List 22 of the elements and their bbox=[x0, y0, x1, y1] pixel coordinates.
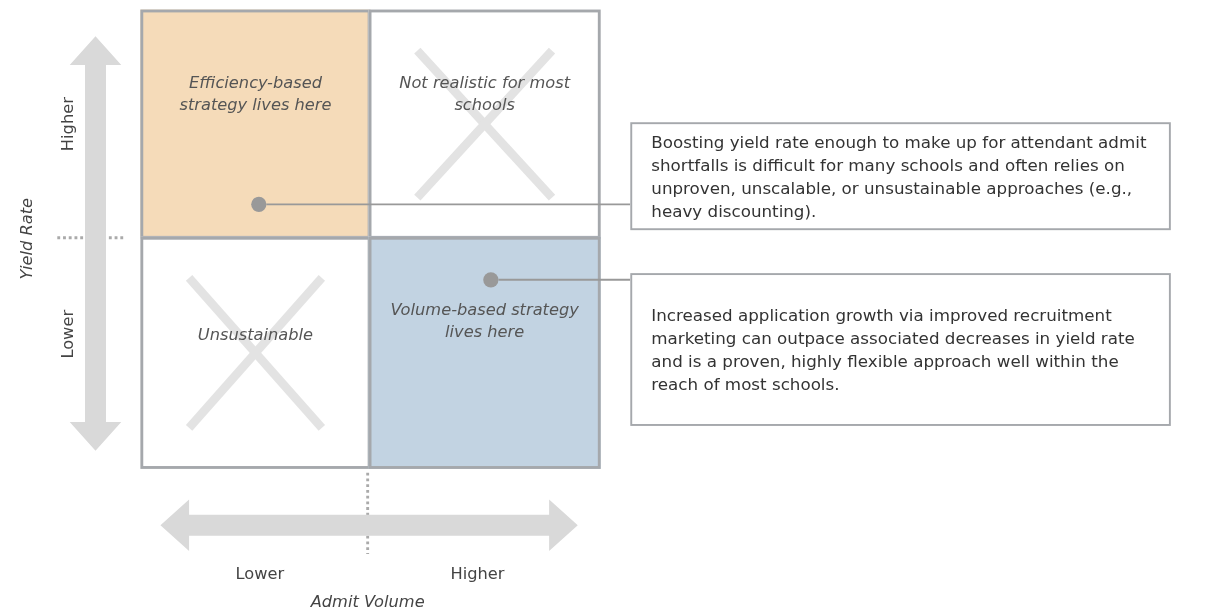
quadrant-text: Not realistic for most schools bbox=[398, 71, 572, 116]
quadrant-text: Unsustainable bbox=[196, 324, 315, 347]
axis-label: Higher bbox=[57, 97, 77, 152]
axis-label: Admit Volume bbox=[310, 592, 425, 612]
marker-dot bbox=[251, 196, 267, 212]
marker-dot bbox=[483, 272, 499, 288]
callout-text: Boosting yield rate enough to make up for attendant admit shortfalls is difficult for many schools and often relies on unproven, unscalable, or unsustainable approaches (e.g., heavy discounting). bbox=[651, 131, 1148, 223]
axis-label: Yield Rate bbox=[17, 197, 37, 280]
quadrant-text: Efficiency-based strategy lives here bbox=[178, 71, 333, 116]
matrix-quadrant bbox=[140, 236, 371, 469]
quadrant-text: Volume-based strategy lives here bbox=[389, 298, 580, 343]
callout-text: Increased application growth via improved recruitment marketing can outpace associated decreases in yield rate and is a proven, highly flexible approach well within the reach of most schools. bbox=[651, 304, 1136, 396]
axis-label: Higher bbox=[450, 563, 505, 583]
axis-label: Lower bbox=[235, 563, 285, 583]
leader-line bbox=[497, 278, 632, 281]
matrix-quadrant bbox=[368, 236, 601, 469]
callout-box bbox=[630, 122, 1171, 231]
axis-label: Lower bbox=[57, 309, 77, 359]
callout-box bbox=[630, 273, 1171, 426]
matrix-quadrant bbox=[368, 9, 601, 239]
leader-line bbox=[265, 203, 632, 206]
matrix-quadrant bbox=[140, 9, 371, 239]
